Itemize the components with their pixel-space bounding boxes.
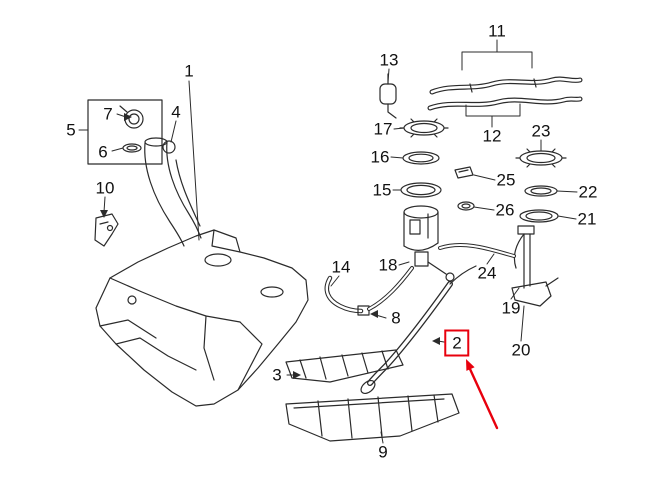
- highlight-arrow: [466, 359, 499, 430]
- part-label-13[interactable]: 13: [379, 50, 399, 70]
- part-label-11[interactable]: 11: [488, 21, 506, 41]
- part-label-22[interactable]: 22: [578, 182, 598, 202]
- part-label-14[interactable]: 14: [331, 257, 351, 277]
- protector-rear-art: [285, 393, 460, 442]
- part-label-21[interactable]: 21: [577, 209, 597, 229]
- retainer-2-art: [524, 185, 558, 197]
- filler-pipe-part-2-art: [360, 265, 477, 395]
- part-label-26[interactable]: 26: [495, 200, 515, 220]
- part-label-18[interactable]: 18: [378, 255, 398, 275]
- clamp-art: [162, 140, 176, 154]
- lock-ring-2-art: [515, 148, 567, 168]
- jet-pump-hose-art: [324, 266, 414, 316]
- part-label-17[interactable]: 17: [373, 119, 393, 139]
- hose-upper-art: [429, 76, 583, 95]
- leader-arrowheads: [100, 113, 440, 379]
- part-label-25[interactable]: 25: [496, 170, 516, 190]
- part-label-20[interactable]: 20: [511, 340, 531, 360]
- part-label-5[interactable]: 5: [66, 120, 76, 140]
- fuel-sender-art: [511, 225, 559, 307]
- grommet-art: [457, 201, 475, 211]
- fuel-tank-art: [95, 229, 309, 407]
- clip-art: [454, 166, 474, 179]
- part-label-2-highlighted[interactable]: 2: [444, 329, 470, 357]
- vent-hose-art: [438, 243, 516, 258]
- lock-ring-art: [399, 118, 449, 138]
- part-label-7[interactable]: 7: [103, 104, 113, 124]
- part-label-6[interactable]: 6: [98, 142, 108, 162]
- leader-lines: [78, 39, 578, 444]
- gasket-2-art: [519, 209, 559, 223]
- part-label-1[interactable]: 1: [184, 61, 194, 81]
- part-label-12[interactable]: 12: [482, 126, 502, 146]
- filler-neck-art: [144, 137, 202, 247]
- bracket-art: [94, 213, 119, 247]
- part-label-24[interactable]: 24: [477, 263, 497, 283]
- retainer-art: [402, 151, 440, 165]
- hose-lower-art: [427, 96, 583, 111]
- part-label-8[interactable]: 8: [391, 308, 401, 328]
- part-label-3[interactable]: 3: [272, 365, 282, 385]
- part-label-10[interactable]: 10: [95, 178, 115, 198]
- gasket-art: [400, 182, 442, 198]
- part-label-9[interactable]: 9: [378, 442, 388, 462]
- part-label-19[interactable]: 19: [501, 298, 521, 318]
- part-label-4[interactable]: 4: [171, 102, 181, 122]
- part-label-23[interactable]: 23: [531, 121, 551, 141]
- fuel-pump-art: [403, 205, 455, 282]
- part-label-16[interactable]: 16: [370, 147, 390, 167]
- part-label-15[interactable]: 15: [372, 180, 392, 200]
